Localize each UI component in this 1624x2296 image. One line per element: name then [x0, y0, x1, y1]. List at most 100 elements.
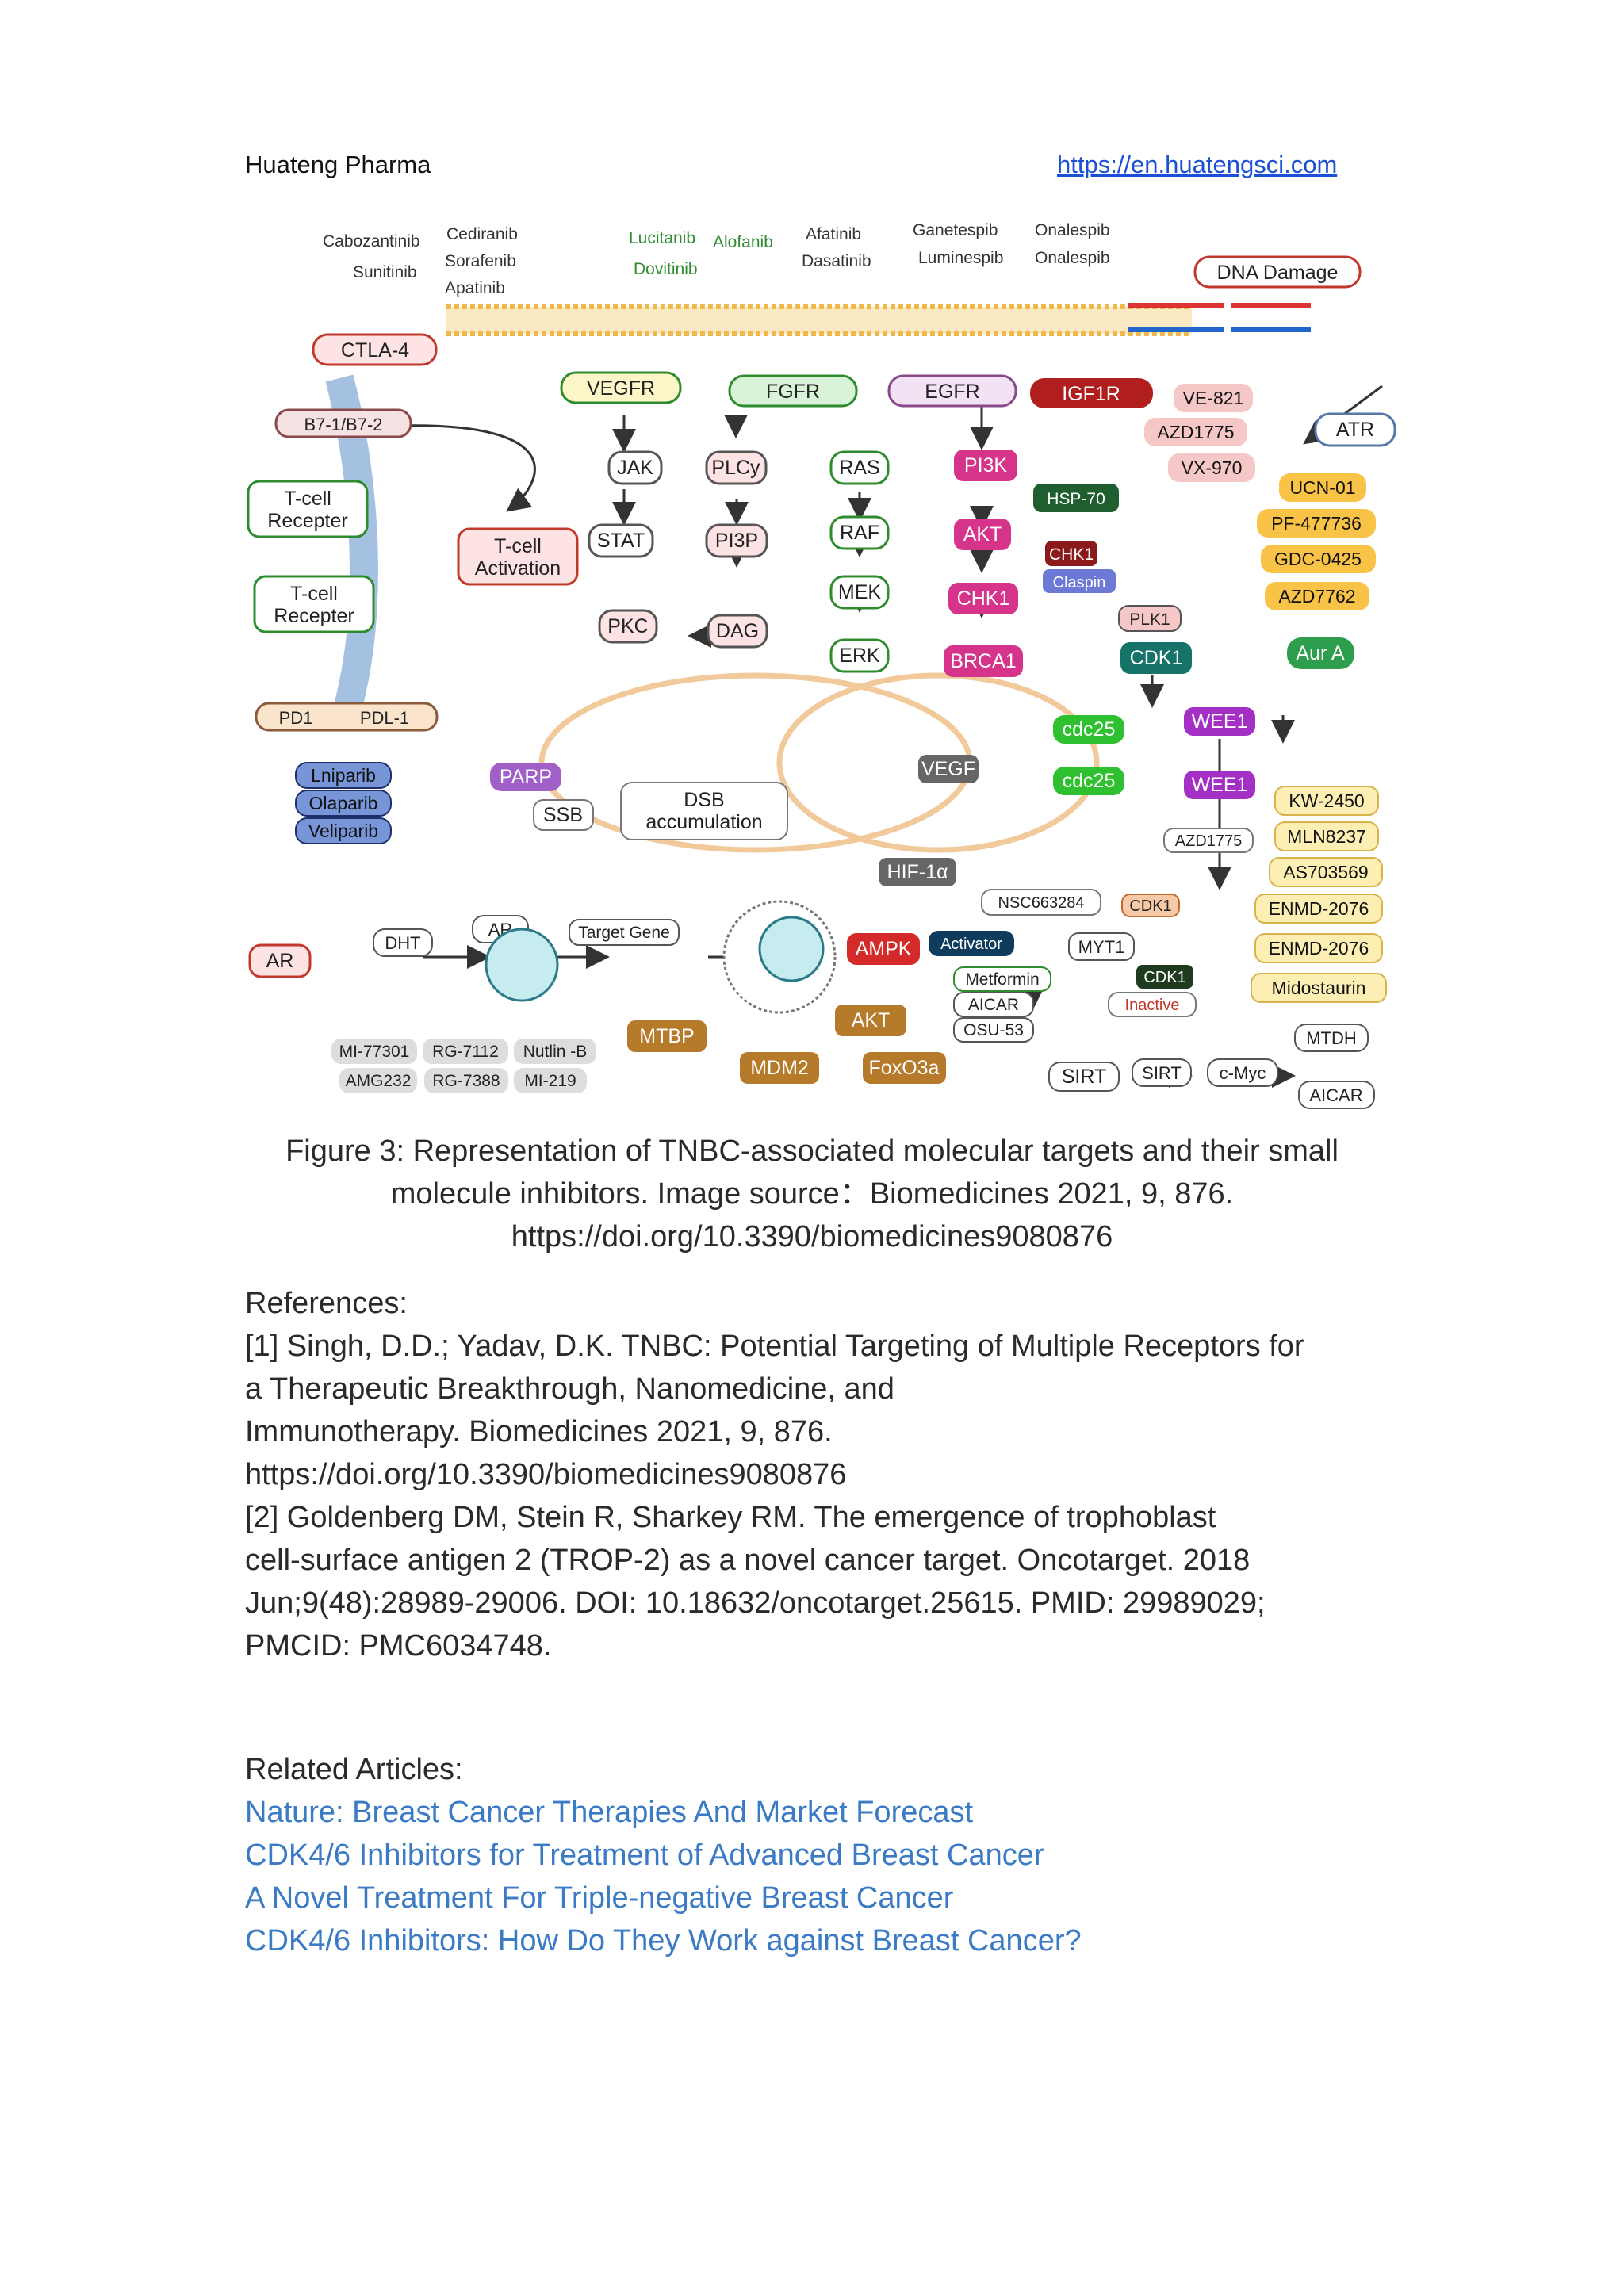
related-link-market-forecast[interactable]: Nature: Breast Cancer Therapies And Mark… [245, 1796, 974, 1829]
site-url-link[interactable]: https://en.huatengsci.com [1057, 151, 1338, 178]
drug-luminespib: Luminespib [918, 249, 1003, 267]
drug-dasatinib: Dasatinib [802, 252, 871, 270]
node-vegfr: VEGFR [560, 371, 682, 404]
svg-text:PKC: PKC [607, 615, 648, 637]
svg-text:MI-77301: MI-77301 [339, 1043, 410, 1061]
svg-text:CHK1: CHK1 [1049, 545, 1094, 564]
node-akt: AKT [954, 519, 1011, 550]
svg-text:T-cell: T-cell [290, 583, 338, 605]
node-claspin: Claspin [1043, 569, 1116, 593]
node-dna-damage: DNA Damage [1193, 255, 1362, 289]
related-link-novel-treatment[interactable]: A Novel Treatment For Triple-negative Br… [245, 1881, 954, 1915]
svg-text:T-cell: T-cell [284, 488, 331, 510]
brand-name: Huateng Pharma [245, 151, 431, 178]
svg-text:PLCy: PLCy [711, 457, 760, 479]
svg-text:PI3K: PI3K [964, 454, 1008, 476]
svg-text:RAF: RAF [840, 522, 879, 544]
ar-receptor-graphic [485, 928, 559, 1002]
svg-text:AMG232: AMG232 [346, 1072, 412, 1090]
node-myt1: MYT1 [1068, 932, 1135, 961]
node-atr: ATR [1314, 412, 1396, 447]
svg-text:DSB: DSB [684, 789, 724, 811]
svg-text:AKT: AKT [963, 523, 1002, 545]
node-mdm2: MDM2 [740, 1052, 819, 1084]
svg-text:Claspin: Claspin [1053, 574, 1106, 591]
node-ar-left: AR [248, 943, 312, 978]
svg-text:DHT: DHT [385, 933, 420, 953]
svg-text:AZD7762: AZD7762 [1278, 586, 1355, 607]
node-egfr: EGFR [887, 374, 1017, 408]
svg-text:PDL-1: PDL-1 [360, 708, 409, 728]
node-cdc25-b: cdc25 [1053, 767, 1124, 795]
svg-text:CDK1: CDK1 [1130, 647, 1183, 669]
node-cdk1: CDK1 [1120, 642, 1192, 674]
node-pd1-pdl1: PD1 PDL-1 [255, 702, 439, 732]
svg-text:PD1: PD1 [279, 708, 313, 728]
mdm2-inhibitors: MI-77301 RG-7112 Nutlin -B AMG232 RG-738… [331, 1039, 596, 1093]
tnbc-pathway-figure: Cabozantinib Sunitinib Cediranib Sorafen… [247, 221, 1396, 1109]
dna-damage-graphic [1128, 303, 1311, 332]
related-link-cdk46-advanced[interactable]: CDK4/6 Inhibitors for Treatment of Advan… [245, 1839, 1044, 1872]
svg-text:CHK1: CHK1 [957, 587, 1010, 610]
svg-text:Recepter: Recepter [267, 510, 347, 532]
node-erk: ERK [829, 638, 890, 673]
node-foxo3a: FoxO3a [863, 1052, 946, 1084]
svg-text:Veliparib: Veliparib [308, 821, 378, 841]
svg-text:cdc25: cdc25 [1063, 718, 1116, 740]
svg-text:PF-477736: PF-477736 [1271, 513, 1362, 534]
node-aicar: AICAR [1298, 1081, 1375, 1109]
drug-lucitanib: Lucitanib [629, 229, 695, 247]
svg-text:MTBP: MTBP [639, 1025, 694, 1047]
svg-text:Midostaurin: Midostaurin [1272, 978, 1366, 998]
node-mtdh: MTDH [1294, 1024, 1369, 1052]
svg-text:PARP: PARP [500, 766, 552, 788]
svg-text:VE-821: VE-821 [1183, 388, 1244, 408]
drug-cabozantinib: Cabozantinib [323, 232, 420, 251]
svg-text:ATR: ATR [1336, 419, 1374, 441]
svg-text:T-cell: T-cell [494, 535, 542, 557]
node-stat: STAT [588, 523, 654, 558]
svg-text:KW-2450: KW-2450 [1289, 790, 1364, 811]
drug-alofanib: Alofanib [713, 233, 773, 251]
node-plk1: PLK1 [1118, 605, 1182, 632]
svg-text:MI-219: MI-219 [524, 1072, 576, 1090]
reference-line: PMCID: PMC6034748. [245, 1629, 552, 1663]
node-plcy: PLCy [705, 450, 768, 485]
svg-text:OSU-53: OSU-53 [963, 1021, 1024, 1039]
node-nsc663284: NSC663284 [981, 889, 1101, 916]
caption-line: molecule inhibitors. Image source：Biomed… [390, 1177, 1234, 1211]
node-cdk1d: CDK1 [1136, 965, 1193, 989]
node-wee1-a: WEE1 [1184, 707, 1255, 736]
node-raf: RAF [829, 515, 890, 550]
node-sirt-2: SIRT [1132, 1058, 1192, 1087]
svg-text:JAK: JAK [617, 457, 653, 479]
node-b7: B7-1/B7-2 [274, 408, 412, 438]
node-target-gene: Target Gene [569, 919, 680, 946]
node-cmyc: c-Myc [1207, 1058, 1278, 1087]
svg-text:RAS: RAS [839, 457, 879, 479]
svg-text:DAG: DAG [716, 620, 759, 642]
svg-text:AKT: AKT [852, 1009, 891, 1031]
node-ctla4: CTLA-4 [312, 333, 438, 366]
svg-text:PI3P: PI3P [715, 530, 758, 552]
node-akt2: AKT [835, 1004, 906, 1036]
drug-ganetespib: Ganetespib [913, 221, 998, 239]
node-inactive: Inactive [1108, 992, 1197, 1017]
svg-text:B7-1/B7-2: B7-1/B7-2 [304, 415, 382, 434]
svg-text:IGF1R: IGF1R [1062, 383, 1120, 405]
node-jak: JAK [607, 450, 663, 485]
svg-text:VX-970: VX-970 [1182, 457, 1243, 478]
node-activator: Activator [929, 931, 1014, 956]
related-link-cdk46-how[interactable]: CDK4/6 Inhibitors: How Do They Work agai… [245, 1924, 1082, 1957]
node-chk1b: CHK1 [1045, 541, 1097, 566]
aurora-inhibitors: KW-2450 MLN8237 AS703569 ENMD-2076 ENMD-… [1251, 786, 1387, 1003]
node-dag: DAG [707, 614, 768, 649]
chk-inhibitors: UCN-01 PF-477736 GDC-0425 AZD7762 [1257, 473, 1376, 610]
svg-text:MYT1: MYT1 [1078, 937, 1125, 957]
svg-text:cdc25: cdc25 [1063, 770, 1116, 792]
svg-text:Target Gene: Target Gene [578, 924, 670, 942]
